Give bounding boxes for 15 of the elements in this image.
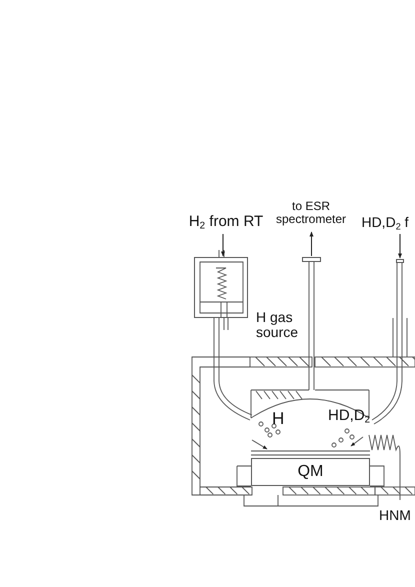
gas-source-box bbox=[194, 257, 248, 318]
arrow bbox=[221, 234, 225, 256]
caption-label: H gas source bbox=[256, 310, 300, 340]
text-label: HD,D$_{2}$ bbox=[328, 408, 370, 424]
text-label: H$_{2}$ from RT bbox=[188, 214, 264, 230]
arrow bbox=[398, 234, 402, 258]
text-label: to ESR spectrometer bbox=[274, 200, 348, 226]
tube-cap bbox=[396, 259, 404, 263]
text-label: H bbox=[272, 410, 284, 428]
sample-label: QM bbox=[298, 464, 324, 480]
sample-box bbox=[251, 458, 370, 486]
text-label: HNM bbox=[379, 508, 411, 523]
arrow bbox=[310, 232, 314, 256]
text-label: HD,D$_{2}$ f bbox=[361, 214, 409, 230]
tube-cap bbox=[302, 257, 321, 262]
